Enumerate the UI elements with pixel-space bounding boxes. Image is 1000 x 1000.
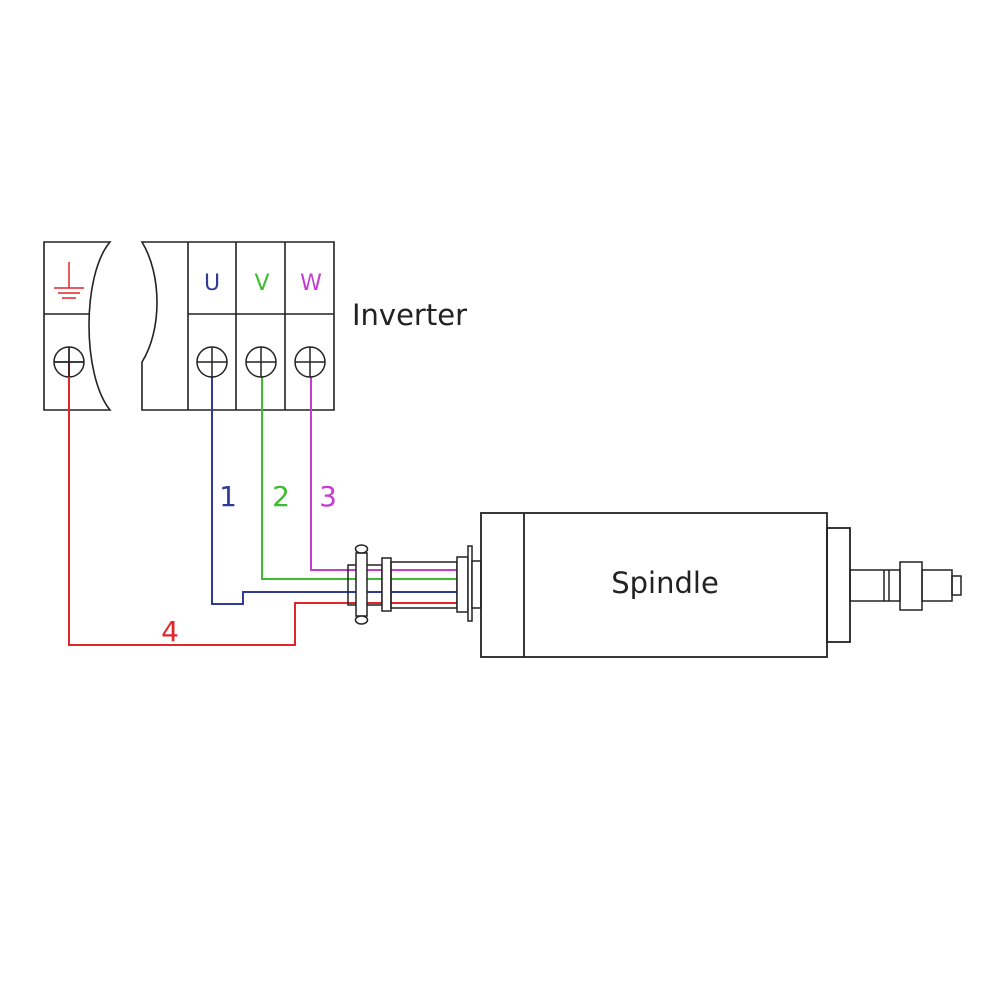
wire-1-blue: [211, 362, 458, 605]
terminal-screw-v-icon: [245, 346, 277, 378]
terminal-label-w: W: [300, 271, 322, 296]
terminal-screw-w-icon: [294, 346, 326, 378]
inverter-label: Inverter: [352, 298, 467, 332]
terminal-screw-u-icon: [196, 346, 228, 378]
spindle-label: Spindle: [611, 566, 719, 600]
wire-number-2: 2: [272, 480, 290, 513]
spindle-shaft: [849, 561, 962, 611]
inverter-terminal-block: [140, 241, 335, 411]
wire-number-1: 1: [219, 480, 237, 513]
wire-number-3: 3: [319, 480, 337, 513]
cable-connector: [347, 544, 482, 625]
wire-2-green: [261, 362, 458, 580]
ground-screw-cross-icon: [54, 347, 84, 377]
wire-number-4: 4: [161, 615, 179, 648]
wire-4-red: [68, 362, 458, 646]
ground-symbol-icon: [54, 262, 84, 299]
terminal-label-v: V: [254, 271, 269, 296]
ground-terminal-block: [43, 241, 112, 411]
wire-3-magenta: [310, 362, 458, 571]
terminal-label-u: U: [204, 271, 220, 296]
